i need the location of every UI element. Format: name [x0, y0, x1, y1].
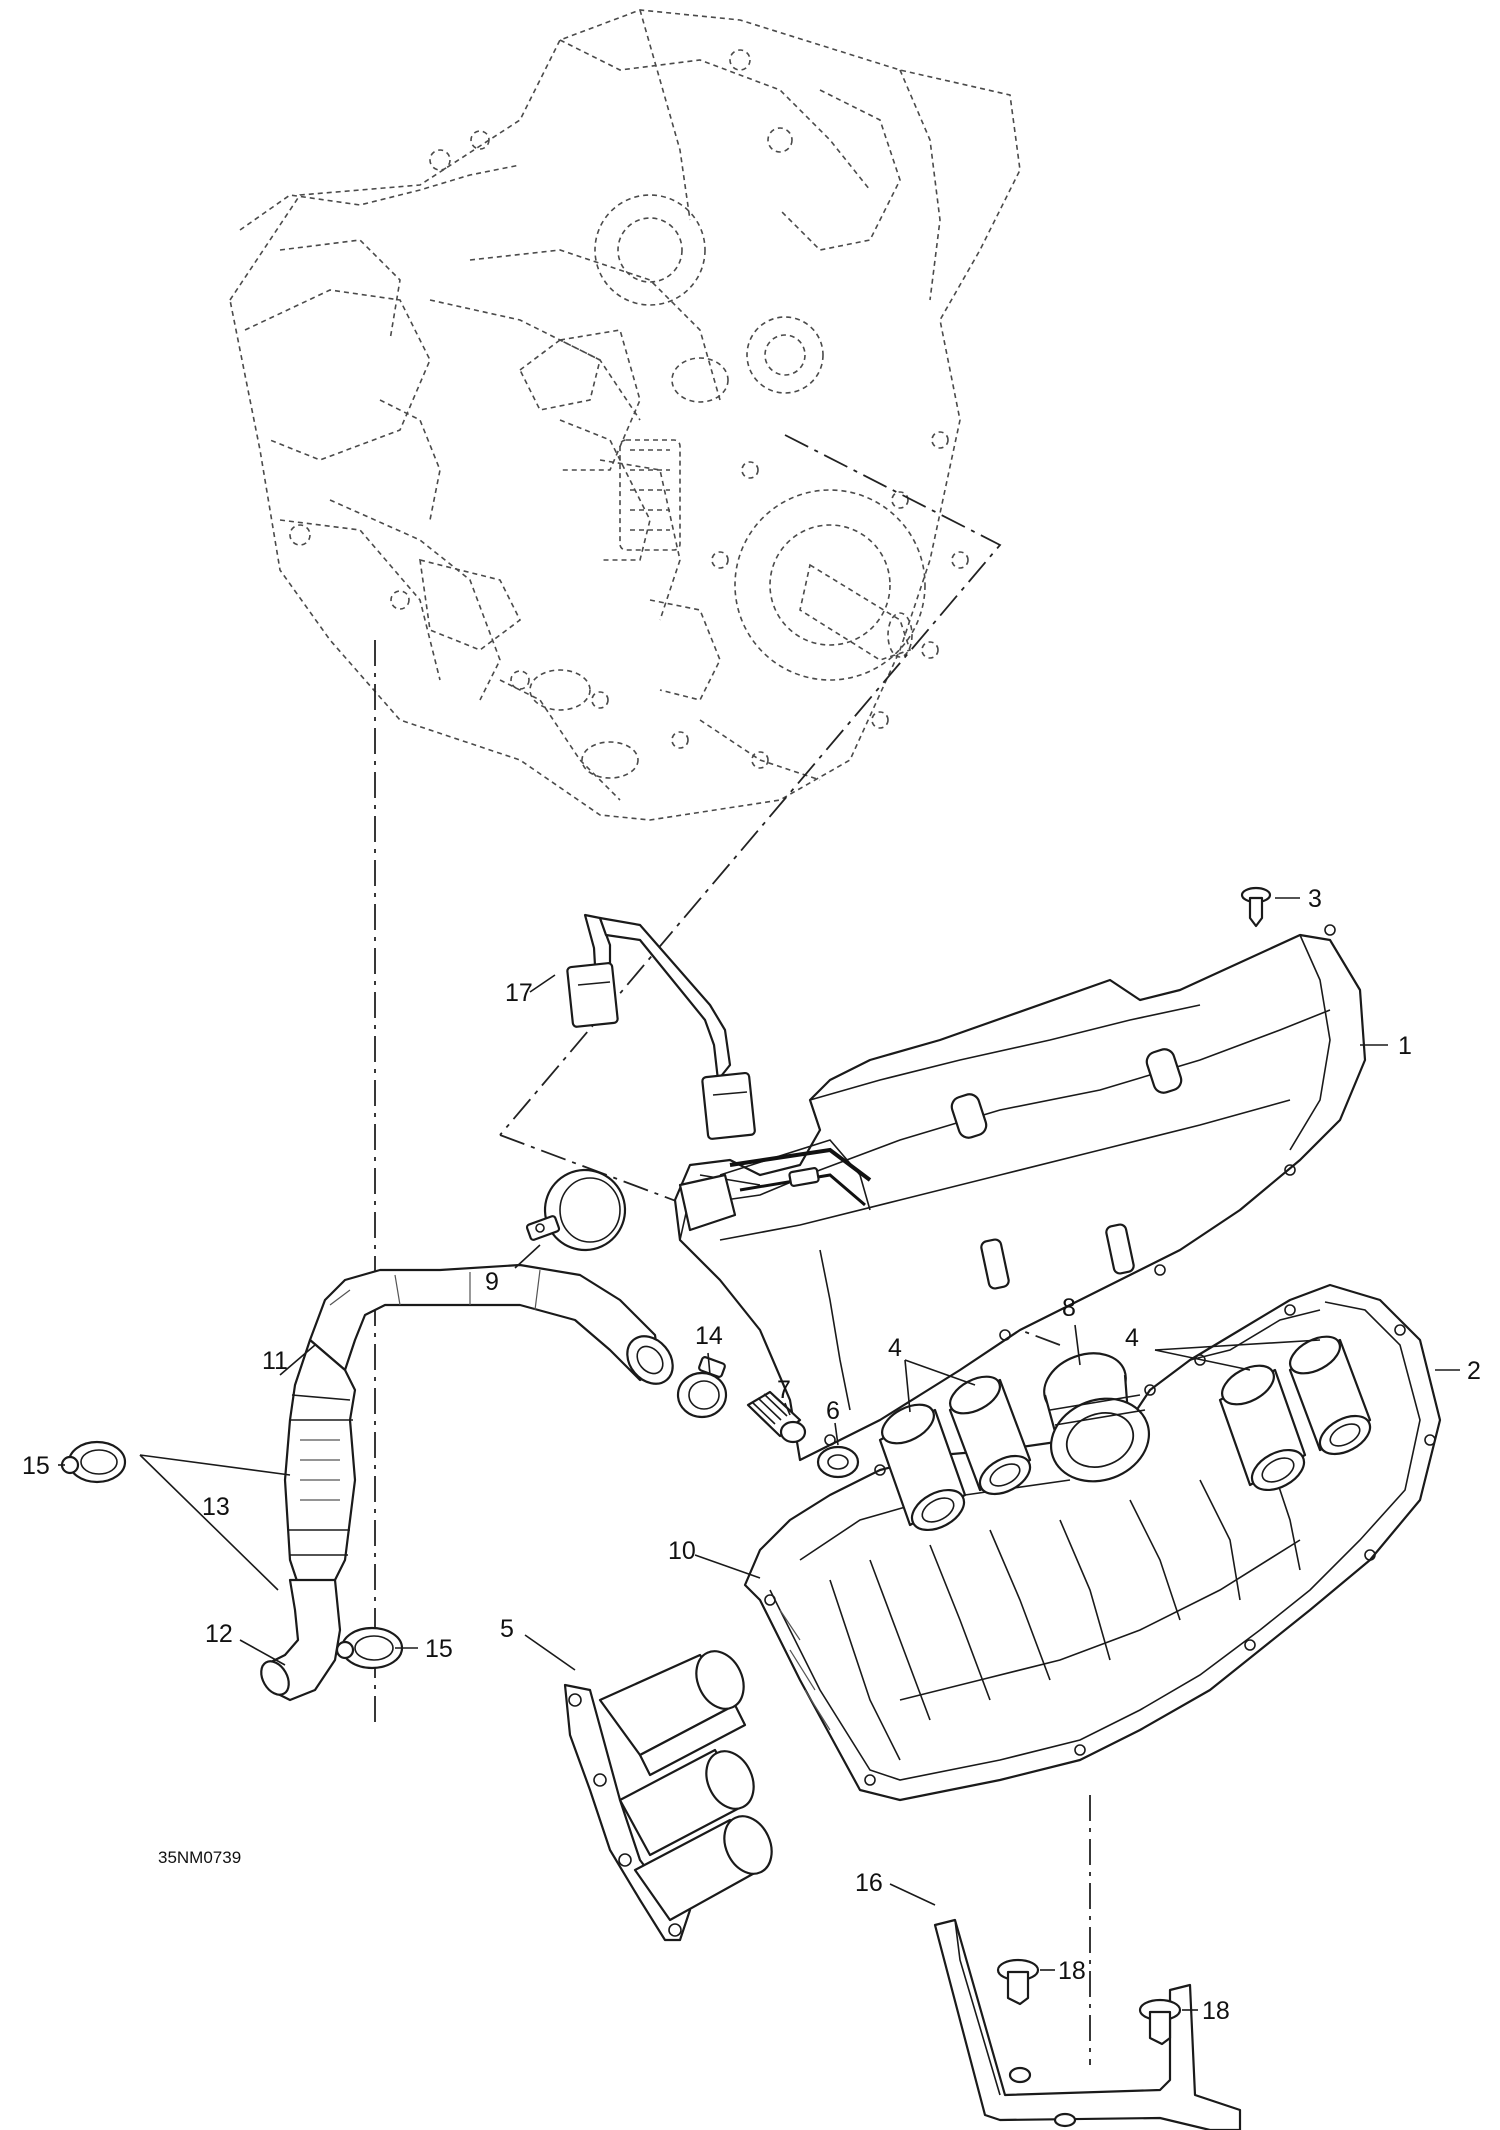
callout-15a: 15 — [22, 1452, 50, 1480]
callout-18b: 18 — [1202, 1997, 1230, 2025]
drain-valve-part — [746, 1390, 807, 1444]
rubber-adaptor-part — [1043, 1352, 1151, 1483]
callout-10: 10 — [668, 1537, 696, 1565]
breather-hose-part — [308, 1263, 674, 1385]
callout-5: 5 — [500, 1615, 514, 1643]
callout-8: 8 — [1062, 1294, 1076, 1322]
retaining-strap-part — [566, 913, 756, 1140]
callout-18a: 18 — [1058, 1957, 1086, 1985]
callout-3: 3 — [1308, 885, 1322, 913]
oil-separator-part — [283, 1338, 357, 1592]
callout-15b: 15 — [425, 1635, 453, 1663]
callout-9: 9 — [485, 1268, 499, 1296]
engine-phantom — [229, 9, 1021, 821]
elbow-hose-part — [260, 1578, 342, 1702]
air-filter-part — [563, 1650, 773, 1942]
airbox-cover-part — [673, 924, 1367, 1462]
rubber-bumpers-part — [996, 1958, 1182, 2046]
sleeves-part — [878, 1335, 1372, 1532]
leader-lines — [58, 897, 1460, 2011]
screw-part — [1240, 886, 1272, 928]
callout-2: 2 — [1467, 1357, 1481, 1385]
callout-4a: 4 — [1125, 1324, 1139, 1352]
hose-clamp-9-part — [525, 1168, 627, 1252]
grommet-part — [816, 1445, 860, 1479]
callout-12: 12 — [205, 1620, 233, 1648]
callout-14: 14 — [695, 1322, 723, 1350]
drawing-code: 35NM0739 — [158, 1848, 241, 1867]
callout-7: 7 — [777, 1376, 791, 1404]
callout-6: 6 — [826, 1397, 840, 1425]
hose-clamps-15-part — [60, 1440, 404, 1670]
hose-clamp-14-part — [676, 1356, 728, 1419]
callout-4b: 4 — [888, 1334, 902, 1362]
callout-13: 13 — [202, 1493, 230, 1521]
callout-17: 17 — [505, 979, 533, 1007]
callout-16: 16 — [855, 1869, 883, 1897]
callout-labels: 1 2 3 4 4 5 6 7 8 9 10 11 12 13 14 15 15… — [22, 885, 1481, 2025]
callout-1: 1 — [1398, 1032, 1412, 1060]
callout-11: 11 — [262, 1347, 288, 1375]
support-bracket-part — [933, 1918, 1242, 2130]
